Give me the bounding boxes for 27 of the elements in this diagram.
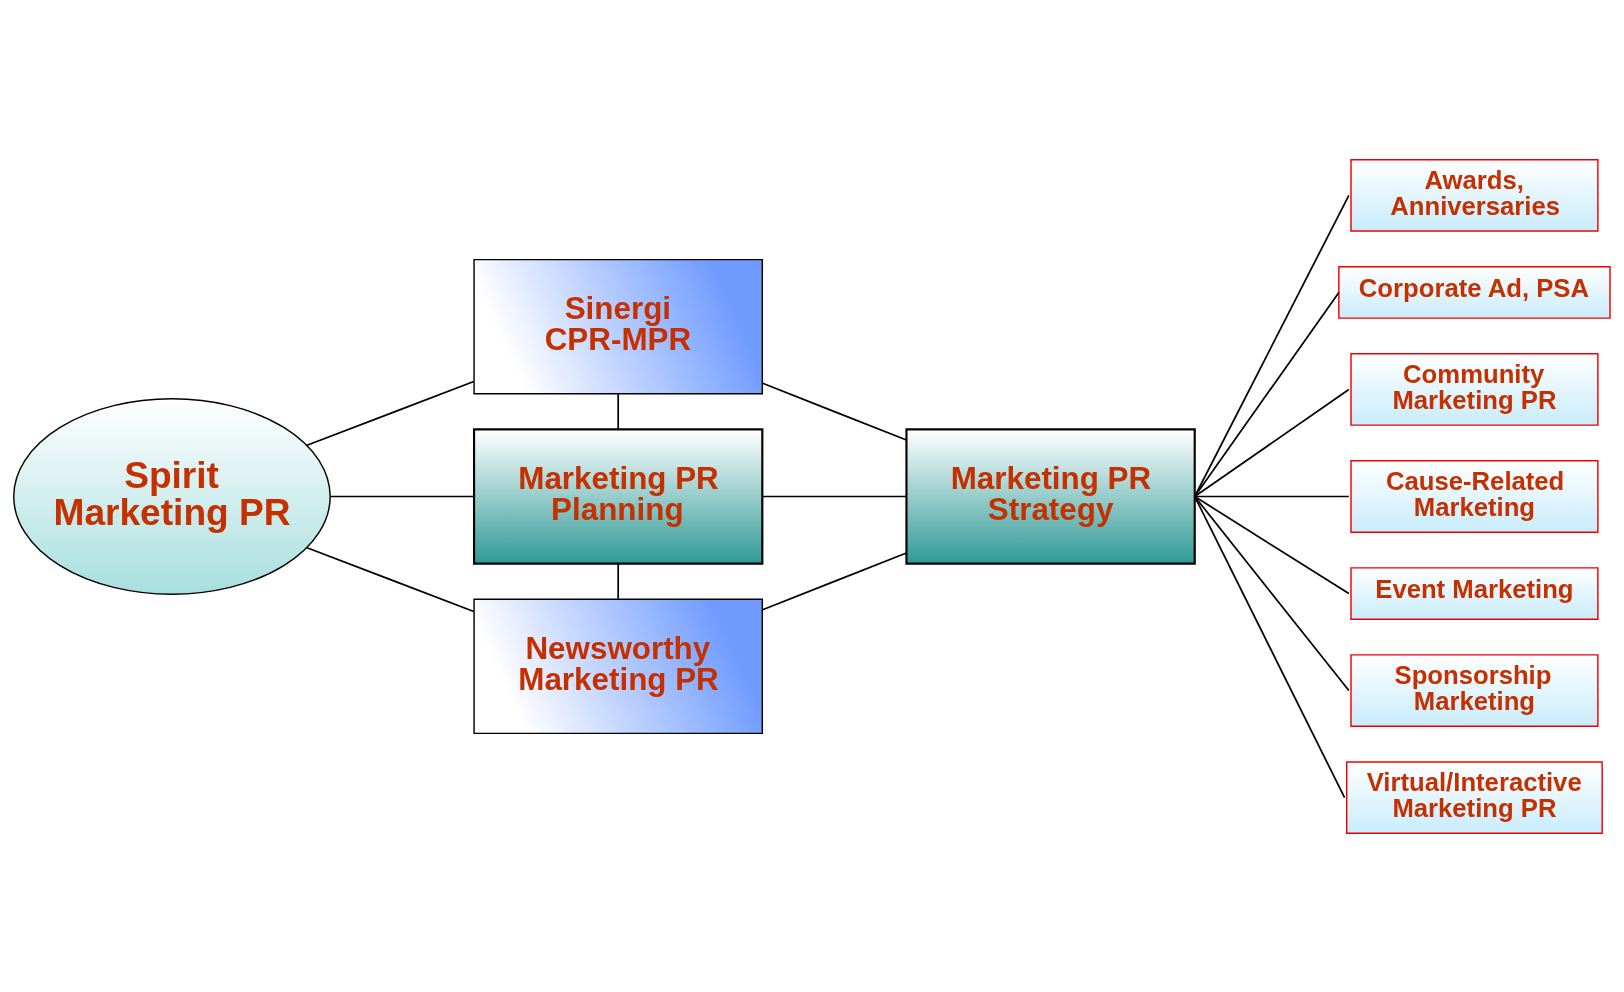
connector <box>761 495 908 497</box>
connector <box>617 392 620 430</box>
connector <box>1193 495 1350 497</box>
node-box: Newsworthy Marketing PR <box>473 598 764 734</box>
connector <box>617 562 620 599</box>
connector <box>1193 291 1340 497</box>
node-box: Marketing PR Planning <box>473 427 764 565</box>
node-box: Sinergi CPR-MPR <box>473 258 764 394</box>
connector <box>1193 495 1346 798</box>
node-box: Awards, Anniversaries <box>1350 158 1599 232</box>
connector <box>1193 194 1350 497</box>
node-box: Community Marketing PR <box>1350 352 1599 426</box>
node-box: Marketing PR Strategy <box>905 427 1196 565</box>
node-box: Sponsorship Marketing <box>1350 653 1599 727</box>
connector <box>761 381 908 441</box>
connector <box>1193 495 1350 594</box>
node-box: Corporate Ad, PSA <box>1338 265 1611 319</box>
node-box: Virtual/Interactive Marketing PR <box>1346 760 1603 834</box>
node-box: Event Marketing <box>1350 566 1599 620</box>
connector <box>329 495 475 497</box>
node-ellipse: Spirit Marketing PR <box>13 397 331 595</box>
connector <box>1193 495 1350 691</box>
connector <box>761 551 908 611</box>
connector <box>306 546 475 612</box>
connector <box>306 380 475 446</box>
node-box: Cause-Related Marketing <box>1350 459 1599 533</box>
connector <box>1193 388 1350 497</box>
